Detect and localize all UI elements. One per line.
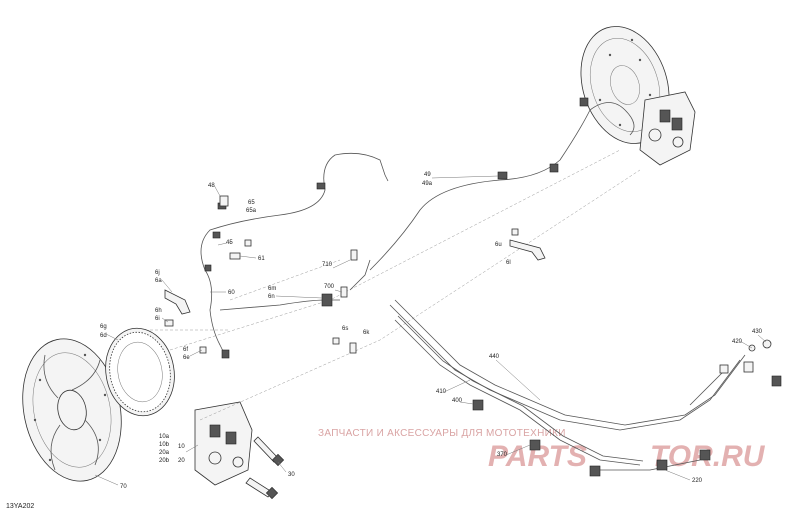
drawing-code: 13YA202	[6, 503, 34, 510]
caliper-bolts	[245, 436, 285, 500]
callout-6e: 6e	[183, 355, 190, 361]
front-abs-sensor-cable	[200, 152, 389, 359]
callout-6m: 6m	[268, 286, 276, 292]
callout-49a: 49a	[422, 181, 433, 187]
callout-700: 700	[324, 284, 335, 290]
leader-lines	[94, 175, 767, 486]
callout-220: 220	[692, 478, 703, 484]
callout-65a: 65a	[246, 208, 257, 214]
callout-10a: 10a	[159, 434, 170, 440]
callout-10: 10	[178, 444, 185, 450]
callout-20: 20	[178, 458, 185, 464]
callout-6u: 6u	[495, 242, 502, 248]
front-brake-caliper	[194, 401, 253, 486]
callout-20a: 20a	[159, 450, 170, 456]
callout-48: 48	[208, 183, 215, 189]
callout-labels: 48 65 65a 45 61 6j 6a 60 6h 6i 6g 6d 6f …	[100, 172, 763, 490]
callout-6l: 6l	[506, 260, 511, 266]
callout-430: 430	[752, 329, 763, 335]
callout-6s: 6s	[342, 326, 348, 332]
callout-65: 65	[248, 200, 255, 206]
callout-6i: 6i	[155, 316, 160, 322]
callout-6f: 6f	[183, 347, 188, 353]
callout-410: 410	[436, 389, 447, 395]
brackets	[164, 195, 546, 354]
callout-30: 30	[288, 472, 295, 478]
callout-710: 710	[322, 262, 333, 268]
callout-60: 60	[228, 290, 235, 296]
callout-10b: 10b	[159, 442, 170, 448]
callout-6n: 6n	[268, 294, 275, 300]
callout-440: 440	[489, 354, 500, 360]
callout-6g: 6g	[100, 324, 107, 330]
rear-brake-caliper	[639, 91, 696, 166]
callout-370: 370	[497, 452, 508, 458]
rear-abs-sensor-cable	[369, 97, 635, 271]
callout-70: 70	[120, 484, 127, 490]
watermark-caption: ЗАПЧАСТИ И АКСЕССУАРЫ ДЛЯ МОТОТЕХНИКИ	[318, 428, 566, 439]
hose-fittings	[689, 339, 782, 406]
callout-6k: 6k	[363, 330, 370, 336]
abs-tone-ring	[105, 327, 175, 417]
callout-20b: 20b	[159, 458, 170, 464]
callout-45: 45	[226, 240, 233, 246]
callout-61: 61	[258, 256, 265, 262]
callout-6h: 6h	[155, 308, 162, 314]
front-brake-disc	[22, 338, 122, 482]
callout-6a: 6a	[155, 278, 162, 284]
callout-6d: 6d	[100, 333, 107, 339]
callout-420: 420	[732, 339, 743, 345]
callout-49: 49	[424, 172, 431, 178]
callout-6j: 6j	[155, 270, 160, 276]
harness-connector	[219, 249, 371, 311]
callout-400: 400	[452, 398, 463, 404]
brake-lines	[389, 299, 746, 477]
